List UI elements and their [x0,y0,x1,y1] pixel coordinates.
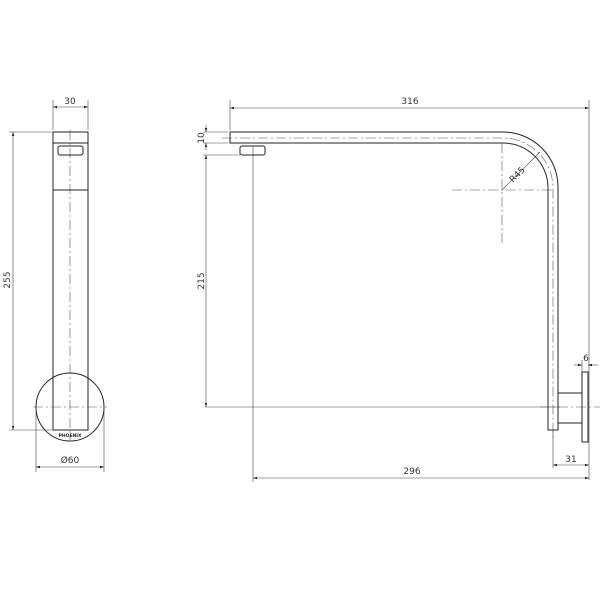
brand-logo: PHOENIX [59,433,82,439]
dim-296: 296 [403,467,420,477]
front-view: R45 316 10 215 296 31 6 [197,97,600,482]
dim-60-diameter: Ø60 [61,455,80,466]
dim-31: 31 [565,455,576,465]
arm-body [52,131,89,431]
dim-10: 10 [197,132,207,144]
dim-6: 6 [583,354,589,364]
dim-215: 215 [197,272,207,289]
arm-centerline [222,137,554,440]
shower-head [57,145,84,156]
dim-316: 316 [401,97,418,107]
dim-30: 30 [64,97,76,107]
dim-255: 255 [3,271,13,288]
shower-head [239,145,266,156]
side-view: PHOENIX 30 255 Ø60 [3,97,107,472]
wall-connector [557,392,583,424]
dim-r45: R45 [508,166,528,186]
